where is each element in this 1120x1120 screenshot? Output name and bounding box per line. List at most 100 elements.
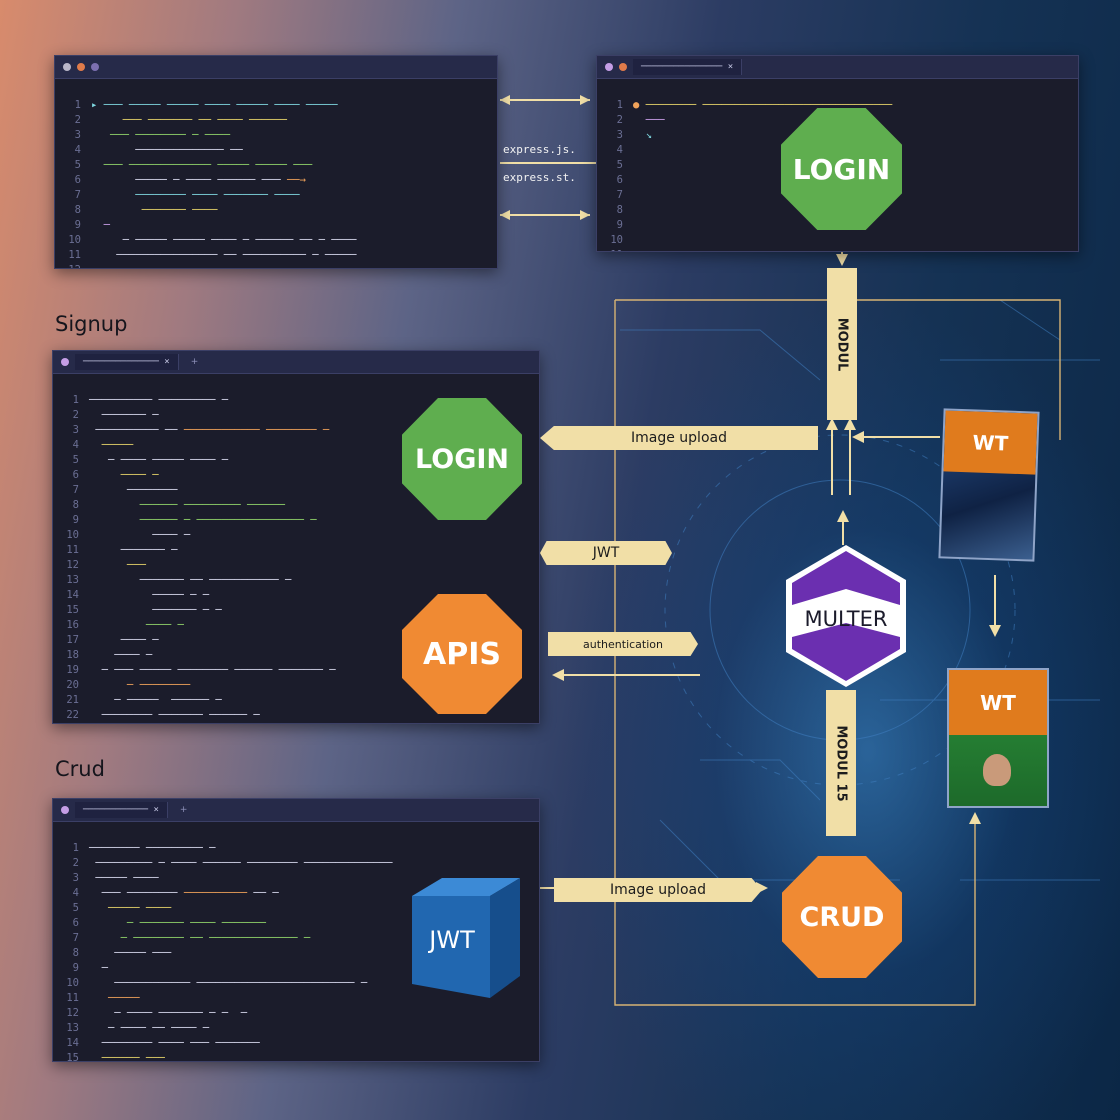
line-number: 6: [616, 174, 623, 186]
line-number: 13: [66, 1022, 79, 1034]
jwt-cube-icon: [412, 878, 520, 998]
line-number: 9: [72, 514, 79, 526]
crud-section-label: Crud: [55, 757, 105, 781]
line-number: 2: [616, 114, 623, 126]
crud-editor-titlebar: ──────────── × +: [53, 799, 539, 822]
line-number: 2: [72, 409, 79, 421]
line-number: 5: [72, 902, 79, 914]
jwt-cube[interactable]: JWT: [412, 876, 522, 1000]
line-number: 19: [66, 664, 79, 676]
line-number: 4: [72, 439, 79, 451]
login-panel-tab[interactable]: ─────────────── ×: [633, 59, 743, 75]
line-number: 8: [72, 947, 79, 959]
login-panel-titlebar: ─────────────── ×: [597, 56, 1078, 79]
login-node-mid[interactable]: LOGIN: [402, 398, 522, 520]
line-number: 1: [72, 394, 79, 406]
line-number: 9: [74, 219, 81, 231]
line-number: 12: [66, 1007, 79, 1019]
login-node-top[interactable]: LOGIN: [781, 108, 902, 230]
modul-label-lower: MODUL 15: [833, 724, 849, 802]
line-number: 7: [72, 484, 79, 496]
editor-titlebar: [55, 56, 497, 79]
top-code-editor[interactable]: 1▸ ─── ───── ───── ──── ───── ──── ─────…: [54, 55, 498, 269]
line-number: 10: [610, 234, 623, 246]
line-number: 7: [74, 189, 81, 201]
signup-editor-titlebar: ────────────── × +: [53, 351, 539, 374]
line-number: 11: [66, 544, 79, 556]
line-number: 10: [66, 529, 79, 541]
line-number: 9: [616, 219, 623, 231]
signup-editor-tab[interactable]: ────────────── ×: [75, 354, 179, 370]
line-number: 10: [66, 977, 79, 989]
modul-label-upper: MODUL: [834, 317, 850, 371]
line-number: 2: [72, 857, 79, 869]
authentication-banner: authentication: [548, 632, 698, 656]
line-number: 16: [66, 619, 79, 631]
line-number: 1: [616, 99, 623, 111]
line-number: 8: [74, 204, 81, 216]
line-number: 4: [616, 144, 623, 156]
line-number: 3: [72, 872, 79, 884]
line-number: 8: [72, 499, 79, 511]
modul-bar-upper: MODUL: [827, 268, 857, 420]
multer-label: MULTER: [804, 607, 888, 631]
jwt-banner: JWT: [540, 541, 672, 565]
line-number: 7: [72, 932, 79, 944]
line-number: 2: [74, 114, 81, 126]
image-upload-banner-bottom: Image upload: [554, 878, 762, 902]
photo-card-bottom: WT: [947, 668, 1049, 808]
line-number: 4: [74, 144, 81, 156]
line-number: 3: [616, 129, 623, 141]
line-number: 5: [616, 159, 623, 171]
line-number: 3: [74, 129, 81, 141]
modul-bar-lower: MODUL 15: [826, 690, 856, 836]
photo-bottom-caption: WT: [949, 670, 1047, 736]
new-tab-icon[interactable]: +: [190, 357, 199, 367]
line-number: 9: [72, 962, 79, 974]
line-number: 5: [72, 454, 79, 466]
line-number: 6: [74, 174, 81, 186]
crud-node[interactable]: CRUD: [782, 856, 902, 978]
line-number: 11: [68, 249, 81, 261]
line-number: 17: [66, 634, 79, 646]
apis-node[interactable]: APIS: [402, 594, 522, 714]
line-number: 12: [61, 263, 81, 268]
line-number: 15: [66, 604, 79, 616]
image-upload-banner-top: Image upload: [540, 426, 818, 450]
signup-section-label: Signup: [55, 312, 128, 336]
line-number: 14: [66, 1037, 79, 1049]
line-number: 1: [72, 842, 79, 854]
signup-code-body[interactable]: 1────────── ───────── ─ 2 ─────── ─ 3 ──…: [53, 374, 539, 723]
crud-code-body[interactable]: 1──────── ───────── ─ 2 ───────── ─ ────…: [53, 822, 539, 1062]
line-number: 15: [66, 1052, 79, 1062]
line-number: 3: [72, 424, 79, 436]
line-number: 5: [74, 159, 81, 171]
line-number: 4: [72, 887, 79, 899]
express-label-2: express.st.: [503, 171, 576, 184]
line-number: 21: [66, 694, 79, 706]
line-number: 20: [66, 679, 79, 691]
line-number: 8: [616, 204, 623, 216]
line-number: 1: [74, 99, 81, 111]
login-panel-code[interactable]: 1● ──────── ────────────────────────────…: [597, 79, 1078, 251]
photo-card-top: WT: [938, 408, 1040, 562]
crud-code-editor[interactable]: ──────────── × + 1──────── ───────── ─ 2…: [52, 798, 540, 1062]
express-label-1: express.js.: [503, 143, 576, 156]
code-body[interactable]: 1▸ ─── ───── ───── ──── ───── ──── ─────…: [55, 79, 497, 268]
crud-editor-tab[interactable]: ──────────── ×: [75, 802, 168, 818]
line-number: 22: [66, 709, 79, 721]
photo-top-caption: WT: [943, 410, 1038, 475]
line-number: 12: [66, 559, 79, 571]
line-number: 6: [72, 917, 79, 929]
line-number: 13: [66, 574, 79, 586]
line-number: 7: [616, 189, 623, 201]
new-tab-icon[interactable]: +: [179, 805, 188, 815]
multer-node[interactable]: MULTER: [786, 545, 906, 687]
line-number: 6: [72, 469, 79, 481]
jwt-cube-label: JWT: [429, 926, 475, 954]
line-number: 14: [66, 589, 79, 601]
line-number: 11: [66, 992, 79, 1004]
line-number: 18: [66, 649, 79, 661]
line-number: 11: [603, 248, 623, 251]
person-avatar: [983, 754, 1011, 786]
